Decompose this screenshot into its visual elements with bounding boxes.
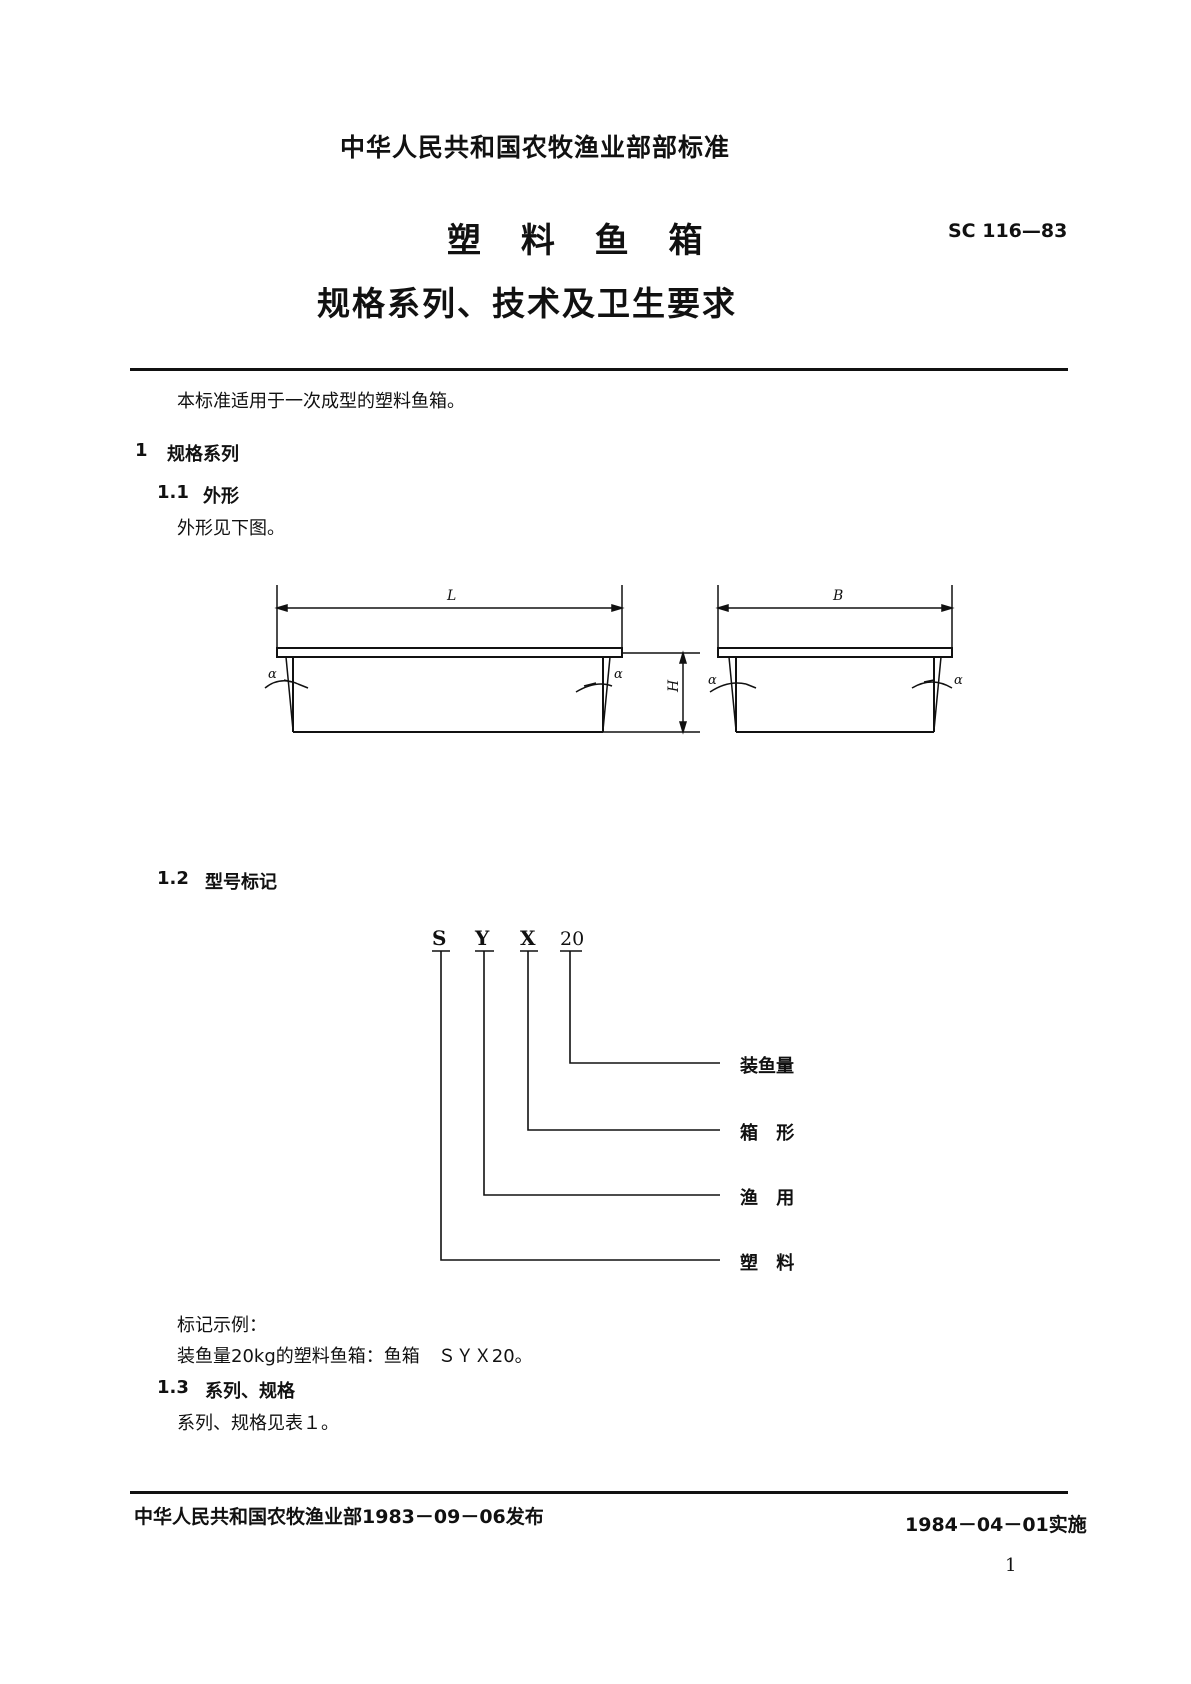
section-1-number: 1 bbox=[135, 440, 148, 461]
code-number: 20 bbox=[560, 928, 584, 950]
meaning-plastic: 塑 料 bbox=[740, 1253, 801, 1274]
meaning-fishery-use: 渔 用 bbox=[740, 1188, 801, 1209]
section-1-3-title: 系列、规格 bbox=[205, 1381, 295, 1402]
meaning-box-shape: 箱 形 bbox=[740, 1123, 801, 1144]
section-1-2-title: 型号标记 bbox=[205, 872, 277, 893]
standard-body-title: 中华人民共和国农牧渔业部部标准 bbox=[340, 133, 731, 162]
document-subtitle: 规格系列、技术及卫生要求 bbox=[317, 284, 737, 323]
issue-date: 中华人民共和国农牧渔业部1983－09－06发布 bbox=[134, 1506, 544, 1528]
section-1-1-number: 1.1 bbox=[157, 482, 189, 503]
dim-angle-label-2: α bbox=[614, 667, 623, 682]
model-marking-diagram: S Y X 20 bbox=[432, 926, 720, 1261]
dim-width-label: B bbox=[832, 588, 843, 604]
section-1-1-text: 外形见下图。 bbox=[177, 518, 285, 539]
section-1-title: 规格系列 bbox=[167, 444, 239, 465]
footer-divider bbox=[130, 1491, 1068, 1494]
code-letter-y: Y bbox=[474, 926, 490, 950]
example-text: 装鱼量20kg的塑料鱼箱：鱼箱 ＳＹＸ20。 bbox=[177, 1346, 533, 1367]
section-1-3-number: 1.3 bbox=[157, 1377, 189, 1398]
dim-length-label: L bbox=[446, 588, 456, 604]
intro-text: 本标准适用于一次成型的塑料鱼箱。 bbox=[177, 391, 465, 412]
dim-angle-label-3: α bbox=[708, 673, 717, 688]
document-title: 塑 料 鱼 箱 bbox=[447, 221, 717, 261]
code-letter-x: X bbox=[520, 926, 536, 950]
header-divider bbox=[130, 368, 1068, 371]
dim-angle-label-1: α bbox=[268, 667, 277, 682]
section-1-2-number: 1.2 bbox=[157, 868, 189, 889]
fish-box-figure: L B H α α α α bbox=[264, 585, 963, 735]
meaning-fish-capacity: 装鱼量 bbox=[740, 1056, 794, 1077]
section-1-3-text: 系列、规格见表１。 bbox=[177, 1413, 339, 1434]
dim-height-label: H bbox=[666, 679, 682, 693]
dim-angle-label-4: α bbox=[954, 673, 963, 688]
code-letter-s: S bbox=[432, 926, 446, 950]
example-label: 标记示例： bbox=[177, 1315, 267, 1336]
section-1-1-title: 外形 bbox=[203, 486, 239, 507]
page-number: 1 bbox=[1005, 1555, 1017, 1576]
standard-code: SC 116—83 bbox=[948, 220, 1068, 242]
effective-date: 1984－04－01实施 bbox=[905, 1514, 1087, 1536]
